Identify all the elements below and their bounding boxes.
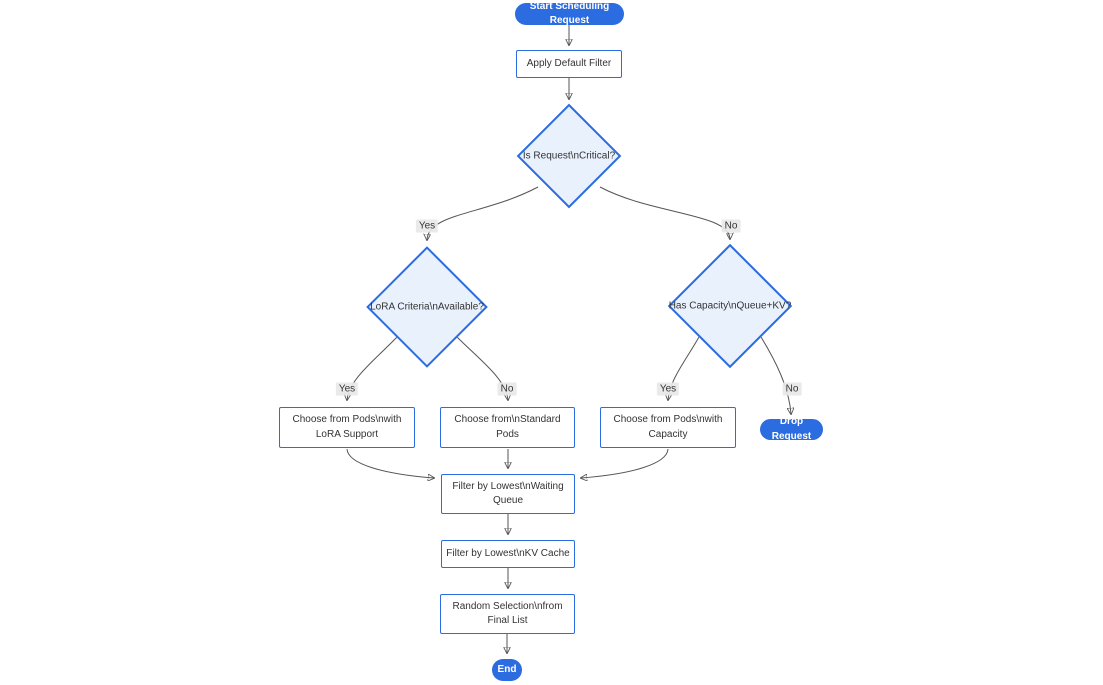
node-label-line: Final List [487, 615, 528, 626]
drop-request-node: Drop Request [760, 416, 823, 442]
edge-capacity-no-to-drop-request [760, 336, 791, 414]
node-label-line: Choose from\nStandard [454, 414, 561, 425]
filter-waiting-queue-node: Filter by Lowest\nWaiting Queue [441, 474, 575, 514]
edge-choose-lora-to-filter-waiting [346, 448, 434, 478]
decision-label: Is Request\nCritical? [522, 150, 616, 162]
node-label-line: Capacity [648, 428, 688, 440]
edge-label-capacity-yes: Yes [656, 382, 680, 396]
end-node: End [492, 659, 522, 681]
edge-is-critical-no-to-capacity [599, 186, 730, 239]
is-critical-decision: Is Request\nCritical? [516, 103, 622, 209]
choose-lora-pods-node: Choose from Pods\nwith LoRA Support [279, 407, 415, 448]
random-selection-node: Random Selection\nfrom Final List [440, 594, 575, 634]
node-label-line: LoRA Support [315, 428, 379, 440]
node-label-line: Choose from Pods\nwith [613, 414, 723, 425]
edge-choose-capacity-to-filter-waiting [581, 448, 669, 478]
edge-is-critical-yes-to-lora [427, 186, 539, 240]
edge-label-capacity-no: No [782, 382, 802, 396]
node-label-line: Queue [492, 495, 524, 506]
decision-label: Has Capacity\nQueue+KV? [668, 300, 792, 312]
lora-criteria-decision: LoRA Criteria\nAvailable? [366, 246, 488, 368]
edge-label-lora-no: No [497, 382, 517, 396]
start-node: Start Scheduling Request [515, 1, 624, 26]
node-label-line: Random Selection\nfrom [452, 600, 563, 612]
node-label-line: Pods [496, 428, 519, 440]
edge-label-critical-no: No [721, 219, 741, 233]
node-label-line: Choose from Pods\nwith [292, 414, 402, 425]
decision-label: LoRA Criteria\nAvailable? [370, 301, 484, 313]
choose-capacity-pods-node: Choose from Pods\nwith Capacity [600, 407, 736, 448]
edge-label-lora-yes: Yes [335, 382, 359, 396]
apply-default-filter-node: Apply Default Filter [516, 50, 622, 78]
has-capacity-decision: Has Capacity\nQueue+KV? [667, 243, 793, 369]
filter-kv-cache-node: Filter by Lowest\nKV Cache [441, 540, 575, 568]
choose-standard-pods-node: Choose from\nStandard Pods [440, 407, 575, 448]
edge-label-critical-yes: Yes [415, 219, 439, 233]
node-label-line: Filter by Lowest\nWaiting [452, 480, 564, 492]
